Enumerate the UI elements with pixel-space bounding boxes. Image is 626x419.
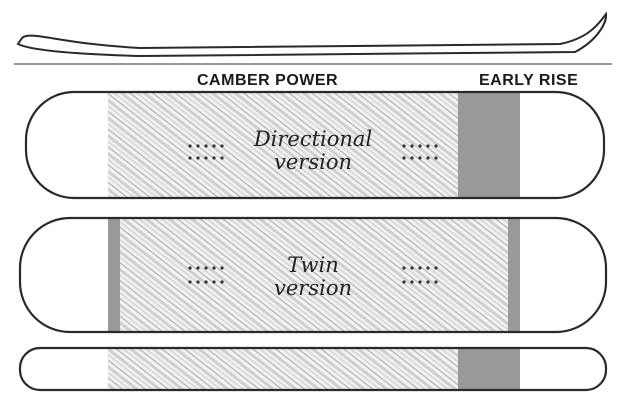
board-outline [24,90,606,200]
board-twin [18,216,608,334]
early-rise-zone [458,92,520,198]
camber-zone [108,348,458,390]
binding-inserts-right [402,266,438,284]
twin-label-line2: version [274,276,352,300]
board-directional [24,90,606,200]
binding-inserts-left [188,144,224,160]
early-rise-label: EARLY RISE [479,72,579,89]
twin-label-line1: Twin [287,253,339,277]
early-rise-zone [458,348,520,390]
early-rise-zone-right [508,218,520,332]
early-rise-zone-left [108,218,120,332]
camber-power-label: CAMBER POWER [197,72,339,89]
directional-label-line2: version [274,150,352,174]
camber-zone [120,218,508,332]
directional-label-line1: Directional [253,127,373,151]
board-outline [18,346,608,392]
twin-label: Twin version [233,254,393,300]
board-profile [14,11,612,65]
board-side-view [18,346,608,392]
board-outline [18,216,608,334]
binding-inserts-right [402,144,438,160]
camber-zone [108,92,458,198]
binding-inserts-left [188,266,224,284]
directional-label: Directional version [233,128,393,174]
